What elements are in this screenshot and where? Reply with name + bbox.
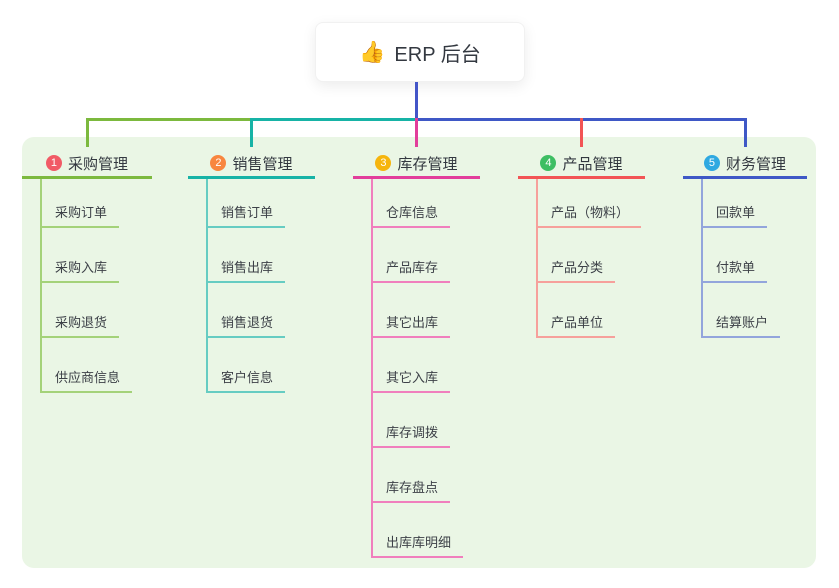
branch-children: 采购订单采购入库采购退货供应商信息 bbox=[40, 179, 133, 393]
child-node-label: 回款单 bbox=[703, 202, 768, 228]
bus-segment-2 bbox=[250, 118, 418, 121]
child-node-label: 出库库明细 bbox=[373, 532, 464, 558]
branch-node[interactable]: 5 财务管理 bbox=[683, 150, 807, 179]
child-node[interactable]: 其它入库 bbox=[373, 338, 463, 393]
child-node[interactable]: 客户信息 bbox=[208, 338, 286, 393]
branch-number-badge: 3 bbox=[375, 155, 392, 171]
branch: 3 库存管理 仓库信息产品库存其它出库其它入库库存调拨库存盘点出库库明细 bbox=[353, 150, 480, 558]
root-connector bbox=[415, 82, 418, 121]
child-node[interactable]: 采购退货 bbox=[42, 283, 132, 338]
child-node[interactable]: 销售退货 bbox=[208, 283, 286, 338]
child-node-label: 产品（物料） bbox=[538, 202, 642, 228]
branch-number-badge: 1 bbox=[45, 155, 62, 171]
child-node[interactable]: 付款单 bbox=[703, 228, 780, 283]
child-node[interactable]: 其它出库 bbox=[373, 283, 463, 338]
child-node-label: 其它入库 bbox=[373, 367, 451, 393]
child-node-label: 付款单 bbox=[703, 257, 768, 283]
branch-label: 采购管理 bbox=[67, 155, 128, 173]
child-node-label: 销售订单 bbox=[208, 202, 286, 228]
branch-label: 财务管理 bbox=[725, 155, 786, 173]
child-node-label: 结算账户 bbox=[703, 312, 781, 338]
branch-number-badge: 2 bbox=[210, 155, 227, 171]
child-node[interactable]: 回款单 bbox=[703, 179, 780, 228]
child-node[interactable]: 结算账户 bbox=[703, 283, 781, 338]
child-node[interactable]: 供应商信息 bbox=[42, 338, 133, 393]
branch: 2 销售管理 销售订单销售出库销售退货客户信息 bbox=[188, 150, 315, 393]
branches-panel bbox=[22, 137, 816, 568]
branch-node[interactable]: 3 库存管理 bbox=[353, 150, 480, 179]
child-node-label: 销售退货 bbox=[208, 312, 286, 338]
branch-children: 回款单付款单结算账户 bbox=[701, 179, 781, 338]
child-node[interactable]: 销售订单 bbox=[208, 179, 286, 228]
branch-label: 产品管理 bbox=[562, 155, 623, 173]
branch-children: 产品（物料） 产品分类产品单位 bbox=[536, 179, 642, 338]
child-node[interactable]: 产品单位 bbox=[538, 283, 641, 338]
child-node[interactable]: 产品分类 bbox=[538, 228, 641, 283]
child-node-label: 采购入库 bbox=[42, 257, 120, 283]
child-node-label: 其它出库 bbox=[373, 312, 451, 338]
child-node[interactable]: 仓库信息 bbox=[373, 179, 463, 228]
child-node-label: 产品库存 bbox=[373, 257, 451, 283]
branch-number-badge: 5 bbox=[703, 155, 720, 171]
branch: 5 财务管理 回款单付款单结算账户 bbox=[683, 150, 807, 338]
root-node[interactable]: 👍 ERP 后台 bbox=[315, 22, 525, 82]
child-node[interactable]: 采购入库 bbox=[42, 228, 132, 283]
branch-children: 销售订单销售出库销售退货客户信息 bbox=[206, 179, 286, 393]
child-node[interactable]: 销售出库 bbox=[208, 228, 286, 283]
branch-label: 销售管理 bbox=[232, 155, 293, 173]
branch-number-badge: 4 bbox=[540, 155, 557, 171]
child-node-label: 产品分类 bbox=[538, 257, 616, 283]
child-node-label: 采购退货 bbox=[42, 312, 120, 338]
child-node[interactable]: 采购订单 bbox=[42, 179, 132, 228]
branch-node[interactable]: 4 产品管理 bbox=[518, 150, 645, 179]
bus-segment-1 bbox=[85, 118, 253, 121]
child-node-label: 销售出库 bbox=[208, 257, 286, 283]
branch-children: 仓库信息产品库存其它出库其它入库库存调拨库存盘点出库库明细 bbox=[371, 179, 464, 558]
branch-label: 库存管理 bbox=[397, 155, 458, 173]
child-node-label: 采购订单 bbox=[42, 202, 120, 228]
branch-node[interactable]: 1 采购管理 bbox=[22, 150, 152, 179]
root-label: ERP 后台 bbox=[394, 43, 481, 66]
thumbs-up-icon: 👍 bbox=[359, 40, 386, 64]
child-node-label: 库存盘点 bbox=[373, 477, 451, 503]
branch-node[interactable]: 2 销售管理 bbox=[188, 150, 315, 179]
connector-branch-3 bbox=[415, 118, 418, 147]
child-node[interactable]: 出库库明细 bbox=[373, 503, 464, 558]
connector-branch-5 bbox=[743, 118, 747, 147]
child-node-label: 客户信息 bbox=[208, 367, 286, 393]
child-node-label: 仓库信息 bbox=[373, 202, 451, 228]
child-node-label: 库存调拨 bbox=[373, 422, 451, 448]
connector-branch-1 bbox=[85, 118, 89, 147]
branch: 4 产品管理 产品（物料） 产品分类产品单位 bbox=[518, 150, 645, 338]
branch: 1 采购管理 采购订单采购入库采购退货供应商信息 bbox=[22, 150, 152, 393]
child-node[interactable]: 产品库存 bbox=[373, 228, 463, 283]
child-node[interactable]: 产品（物料） bbox=[538, 179, 642, 228]
child-node-label: 产品单位 bbox=[538, 312, 616, 338]
connector-branch-2 bbox=[250, 118, 253, 147]
child-node[interactable]: 库存盘点 bbox=[373, 448, 463, 503]
child-node[interactable]: 库存调拨 bbox=[373, 393, 463, 448]
connector-branch-4 bbox=[580, 118, 583, 147]
child-node-label: 供应商信息 bbox=[42, 367, 133, 393]
